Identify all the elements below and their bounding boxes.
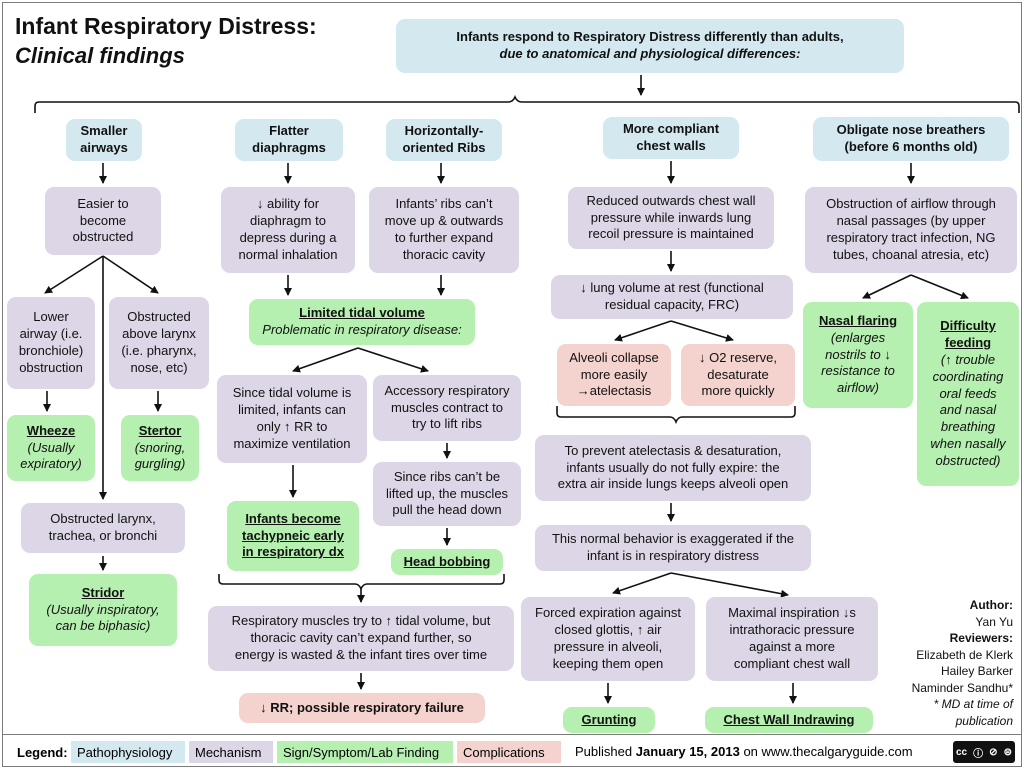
- arrow-tidal-since: [292, 347, 359, 373]
- box-nasal-obstruction: Obstruction of airflow through nasal pas…: [805, 187, 1017, 273]
- box-compliant-chest: More compliant chest walls: [603, 117, 739, 159]
- box-tachypneic: Infants become tachypneic early in respi…: [227, 501, 359, 571]
- intro-line1: Infants respond to Respiratory Distress …: [456, 29, 844, 45]
- box-head-bobbing: Head bobbing: [391, 549, 503, 575]
- arrow-frc-o2: [670, 320, 734, 342]
- box-o2-reserve: ↓ O2 reserve, desaturate more quickly: [681, 344, 795, 406]
- box-forced-expiration: Forced expiration against closed glottis…: [521, 597, 695, 681]
- arrow-frc-collapse: [614, 320, 672, 342]
- box-obstructed-larynx: Obstructed larynx, trachea, or bronchi: [21, 503, 185, 553]
- published-site: on www.thecalgaryguide.com: [743, 744, 913, 759]
- box-maximal-inspiration: Maximal inspiration ↓s intrathoracic pre…: [706, 597, 878, 681]
- box-chest-indrawing: Chest Wall Indrawing: [705, 707, 873, 733]
- legend-pathophysiology: Pathophysiology: [71, 741, 185, 763]
- box-easier-to-obstruct: Easier to become obstructed: [45, 187, 161, 255]
- box-difficulty-feeding: Difficulty feeding (↑ trouble coordinati…: [917, 302, 1019, 486]
- diagram-title: Infant Respiratory Distress:: [15, 13, 317, 39]
- box-diaphragm-ability: ↓ ability for diaphragm to depress durin…: [221, 187, 355, 273]
- box-nasal-flaring: Nasal flaring (enlarges nostrils to ↓ re…: [803, 302, 913, 408]
- author-name: Yan Yu: [975, 614, 1013, 629]
- legend-mechanism: Mechanism: [189, 741, 273, 763]
- intro-line2: due to anatomical and physiological diff…: [499, 46, 801, 61]
- arrow-obstruction-flaring: [862, 274, 912, 299]
- reviewer-name: Hailey Barker: [940, 664, 1013, 679]
- box-energy-wasted: Respiratory muscles try to ↑ tidal volum…: [208, 606, 514, 671]
- arrow-obstruction-feeding: [910, 274, 969, 300]
- arrow-tidal-accessory: [357, 347, 429, 373]
- arrow-exag-maximal: [670, 572, 789, 598]
- legend-complications: Complications: [457, 741, 561, 763]
- arrow-exag-forced: [612, 572, 672, 595]
- legend-label: Legend:: [17, 744, 68, 760]
- legend-bar: Legend: Pathophysiology Mechanism Sign/S…: [3, 734, 1021, 766]
- arrow-easier-lower: [44, 255, 104, 294]
- box-grunting: Grunting: [563, 707, 655, 733]
- legend-finding: Sign/Symptom/Lab Finding: [277, 741, 453, 763]
- published-line: Published January 15, 2013 on www.thecal…: [575, 744, 913, 759]
- box-limited-tidal-volume: Limited tidal volume Problematic in resp…: [249, 299, 475, 345]
- box-lung-volume-frc: ↓ lung volume at rest (functional residu…: [551, 275, 793, 319]
- box-smaller-airways: Smaller airways: [66, 119, 142, 161]
- box-flatter-diaphragms: Flatter diaphragms: [235, 119, 343, 161]
- box-obstructed-above-larynx: Obstructed above larynx (i.e. pharynx, n…: [109, 297, 209, 389]
- box-stertor: Stertor (snoring, gurgling): [121, 415, 199, 481]
- published-date: January 15, 2013: [635, 744, 740, 759]
- box-accessory-muscles: Accessory respiratory muscles contract t…: [373, 375, 521, 441]
- arrow-easier-above: [102, 255, 159, 294]
- reviewers-label: Reviewers:: [949, 631, 1013, 646]
- box-stridor: Stridor (Usually inspiratory, can be bip…: [29, 574, 177, 646]
- box-obligate-nose: Obligate nose breathers (before 6 months…: [813, 117, 1009, 161]
- diagram-subtitle: Clinical findings: [15, 43, 185, 68]
- box-horizontal-ribs: Horizontally- oriented Ribs: [386, 119, 502, 161]
- box-exaggerated: This normal behavior is exaggerated if t…: [535, 525, 811, 571]
- box-wheeze: Wheeze (Usually expiratory): [7, 415, 95, 481]
- intro-box: Infants respond to Respiratory Distress …: [396, 19, 904, 73]
- box-ribs-cant-lift: Since ribs can’t be lifted up, the muscl…: [373, 462, 521, 526]
- reviewer-name: Elizabeth de Klerk: [916, 647, 1013, 662]
- box-prevent-atelectasis: To prevent atelectasis & desaturation, i…: [535, 435, 811, 501]
- box-alveoli-collapse: Alveoli collapse more easily →atelectasi…: [557, 344, 671, 406]
- author-label: Author:: [969, 598, 1013, 612]
- brace-collapse-o2: [556, 406, 796, 425]
- box-ribs-cant-move: Infants’ ribs can’t move up & outwards t…: [369, 187, 519, 273]
- box-reduced-outwards: Reduced outwards chest wall pressure whi…: [568, 187, 774, 249]
- box-respiratory-failure: ↓ RR; possible respiratory failure: [239, 693, 485, 723]
- published-prefix: Published: [575, 744, 633, 759]
- brace-tidal: [218, 574, 505, 592]
- box-since-tidal-limited: Since tidal volume is limited, infants c…: [217, 375, 367, 463]
- top-brace: [34, 94, 1020, 113]
- reviewer-name: Naminder Sandhu*: [911, 680, 1013, 695]
- credits-note: * MD at time of: [933, 697, 1013, 712]
- credits-note: publication: [955, 713, 1013, 728]
- box-lower-airway: Lower airway (i.e. bronchiole) obstructi…: [7, 297, 95, 389]
- credits-block: Author: Yan Yu Reviewers: Elizabeth de K…: [863, 597, 1013, 729]
